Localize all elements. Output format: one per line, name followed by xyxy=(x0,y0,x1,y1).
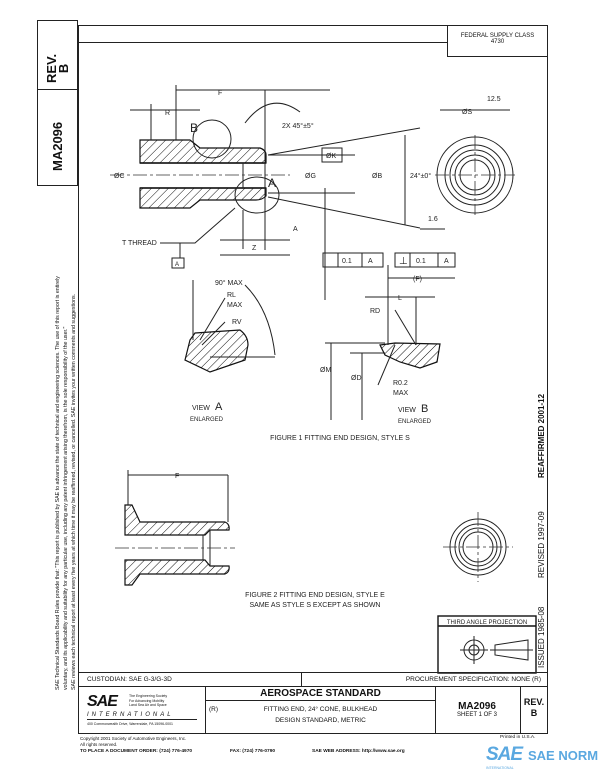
sae-logo-mark: SAE xyxy=(87,693,118,710)
runout-datum: A xyxy=(368,258,373,265)
perpendicularity-icon: ⊥ xyxy=(399,256,408,267)
label-roughness2: 1.6 xyxy=(428,216,438,223)
view-b-r02: R0.2 xyxy=(393,380,408,387)
side-rev-block: REV.B MA2096 xyxy=(37,20,78,186)
title-rev: B xyxy=(530,708,538,718)
view-b-title: VIEW xyxy=(398,407,416,414)
label-chamfer: 2X 45°±5° xyxy=(282,122,314,130)
view-b-paren-f: (F) xyxy=(413,276,422,283)
label-roughness1: 12.5 xyxy=(487,96,501,103)
procurement-spec: PROCUREMENT SPECIFICATION: NONE (R) xyxy=(405,676,541,683)
perpendicularity-tolerance: 0.1 xyxy=(416,258,426,265)
label-a-dim: A xyxy=(293,226,298,233)
label-thread: T THREAD xyxy=(122,240,157,247)
view-a-letter: A xyxy=(215,401,223,413)
figure2-f: F xyxy=(175,473,179,480)
copyright: Copyright 2001 Society of Automotive Eng… xyxy=(80,736,187,741)
view-a-sub: ENLARGED xyxy=(190,417,224,423)
aerospace-standard-heading: AEROSPACE STANDARD xyxy=(206,687,435,701)
label-b: B xyxy=(190,121,198,135)
watermark-brand: SAE NORM xyxy=(528,748,599,763)
label-datum: A xyxy=(175,262,179,268)
label-dia-g: ØG xyxy=(305,173,316,180)
federal-supply-class: 4730 xyxy=(490,39,505,45)
view-a-rl-max: MAX xyxy=(227,302,243,309)
figure1-section xyxy=(110,85,515,300)
rights: All rights reserved. xyxy=(80,741,118,747)
order-phone: TO PLACE A DOCUMENT ORDER: (724) 776-497… xyxy=(80,749,193,754)
view-b-r02-max: MAX xyxy=(393,390,409,397)
projection-label: THIRD ANGLE PROJECTION xyxy=(447,620,527,626)
watermark-sub: INTERNATIONAL xyxy=(486,766,514,770)
custodian: CUSTODIAN: SAE G-3/G-3D xyxy=(87,676,172,683)
custodian-row: CUSTODIAN: SAE G-3/G-3D PROCUREMENT SPEC… xyxy=(78,672,548,687)
view-a: 90° MAX RL MAX RV VIEW A ENLARGED xyxy=(184,279,276,423)
figure2-caption-line2: SAME AS STYLE S EXCEPT AS SHOWN xyxy=(250,602,381,609)
view-a-angle: 90° MAX xyxy=(215,279,243,287)
web-address: SAE WEB ADDRESS: http://www.sae.org xyxy=(312,749,405,754)
view-b-dia-m: ØM xyxy=(320,367,331,374)
perpendicularity-datum: A xyxy=(444,258,449,265)
view-a-rl: RL xyxy=(227,292,236,299)
title-rev-label: REV. xyxy=(523,697,545,707)
view-b: (F) L RD ØM ØD R0.2 MAX VIEW B ENLARGED xyxy=(320,265,455,425)
fax: FAX: (724) 776-0790 xyxy=(230,749,276,754)
federal-supply-box: FEDERAL SUPPLY CLASS 4730 xyxy=(447,25,548,57)
figure1-caption: FIGURE 1 FITTING END DESIGN, STYLE S xyxy=(270,435,410,442)
figure2-section: F xyxy=(115,470,513,586)
sheet-number: SHEET 1 OF 3 xyxy=(457,712,497,718)
top-rule xyxy=(78,42,448,43)
view-b-letter: B xyxy=(421,403,428,415)
third-angle-projection: THIRD ANGLE PROJECTION xyxy=(437,615,537,674)
title-line2: DESIGN STANDARD, METRIC xyxy=(275,717,366,724)
title-doc-number: MA2096 xyxy=(458,701,496,712)
sae-norm-watermark: SAE SAE NORM INTERNATIONAL xyxy=(486,745,600,776)
label-f: F xyxy=(218,90,222,97)
label-a: A xyxy=(268,176,276,190)
figure2-caption-line1: FIGURE 2 FITTING END DESIGN, STYLE E xyxy=(245,592,385,599)
view-b-l: L xyxy=(398,295,402,302)
divider xyxy=(301,673,302,686)
view-a-rv: RV xyxy=(232,319,242,326)
runout-tolerance: 0.1 xyxy=(342,258,352,265)
watermark-logo-mark: SAE xyxy=(486,744,523,765)
sae-address: 400 Commonwealth Drive, Warrendale, PA 1… xyxy=(87,722,173,726)
view-b-dia-d: ØD xyxy=(351,375,362,382)
view-a-title: VIEW xyxy=(192,405,210,412)
label-r: R xyxy=(165,110,170,117)
label-dia-s: ØS xyxy=(462,109,472,116)
view-b-sub: ENLARGED xyxy=(398,419,432,425)
federal-supply-label: FEDERAL SUPPLY CLASS xyxy=(460,33,535,39)
sae-international: INTERNATIONAL xyxy=(87,712,197,720)
label-angle: 24°±0° xyxy=(410,172,431,180)
label-dia-b: ØB xyxy=(372,173,382,180)
r-mark: (R) xyxy=(209,706,219,713)
figure1-text: F R B A 2X 45°±5° 12.5 ØS ØC ØG ØK ØB 24… xyxy=(114,90,501,268)
divider xyxy=(38,89,77,90)
view-b-rd: RD xyxy=(370,308,380,315)
label-dia-k: ØK xyxy=(326,153,336,160)
label-dia-c: ØC xyxy=(114,173,125,180)
title-line1: FITTING END, 24° CONE, BULKHEAD xyxy=(263,706,378,713)
printed-in: Printed in U.S.A. xyxy=(500,735,536,740)
label-z: Z xyxy=(252,245,257,252)
